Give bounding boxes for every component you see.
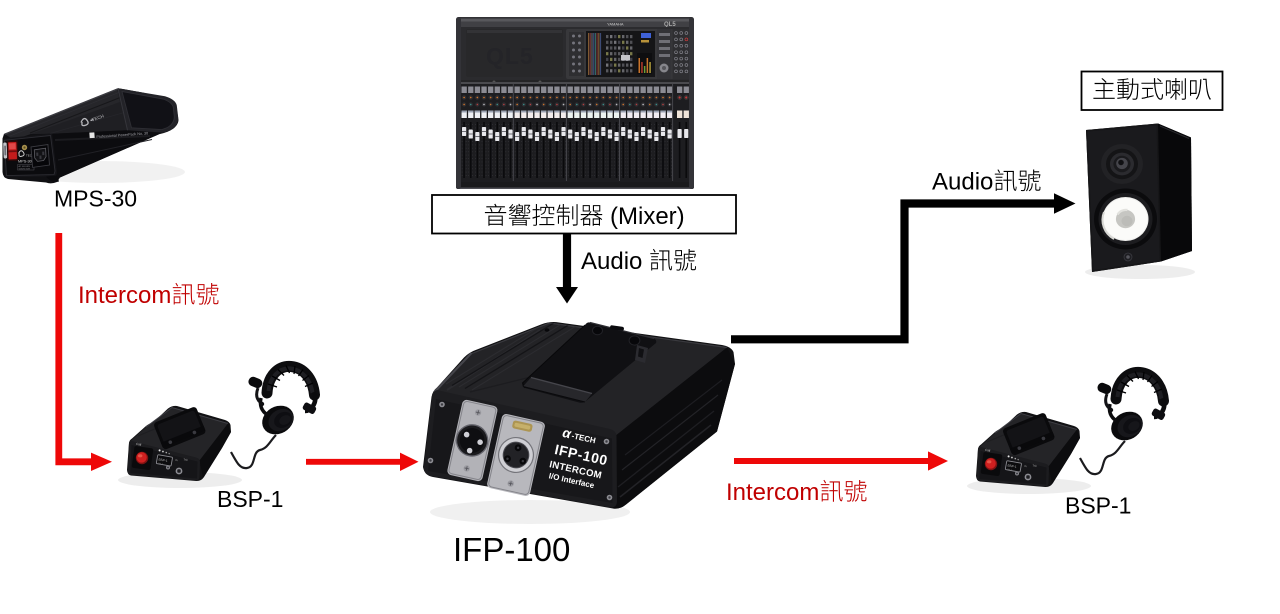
svg-text:Audio: Audio [932, 169, 993, 196]
svg-text:BSP-1: BSP-1 [158, 457, 168, 463]
svg-text:QL5: QL5 [486, 43, 534, 69]
svg-text:QL5: QL5 [664, 22, 676, 28]
svg-text:Intercom: Intercom [726, 479, 819, 506]
svg-text:Professional PowerPack No, 30: Professional PowerPack No, 30 [96, 131, 148, 139]
svg-text:50/60Hz 30W: 50/60Hz 30W [19, 168, 31, 170]
svg-text:IFP-100: IFP-100 [453, 531, 570, 568]
svg-text:AC 100-240V: AC 100-240V [19, 165, 31, 168]
svg-text:-TECH: -TECH [90, 113, 105, 123]
svg-text:BSP-1: BSP-1 [1065, 493, 1131, 519]
svg-text:MPS-30: MPS-30 [54, 186, 137, 212]
svg-text:TECH: TECH [26, 154, 34, 158]
svg-text:Ver 1: Ver 1 [158, 463, 164, 466]
svg-text:MPS-30: MPS-30 [18, 160, 32, 164]
svg-text:Intercom: Intercom [78, 282, 171, 309]
svg-text:YAMAHA: YAMAHA [607, 22, 624, 27]
svg-text:Call: Call [136, 442, 142, 447]
svg-text:Or: Or [175, 458, 179, 462]
svg-text:BSP-1: BSP-1 [217, 486, 283, 512]
svg-text:α: α [561, 425, 573, 442]
svg-text:(Mixer): (Mixer) [610, 203, 685, 230]
svg-text:Talk: Talk [183, 457, 189, 462]
svg-text:Audio: Audio [581, 248, 642, 275]
